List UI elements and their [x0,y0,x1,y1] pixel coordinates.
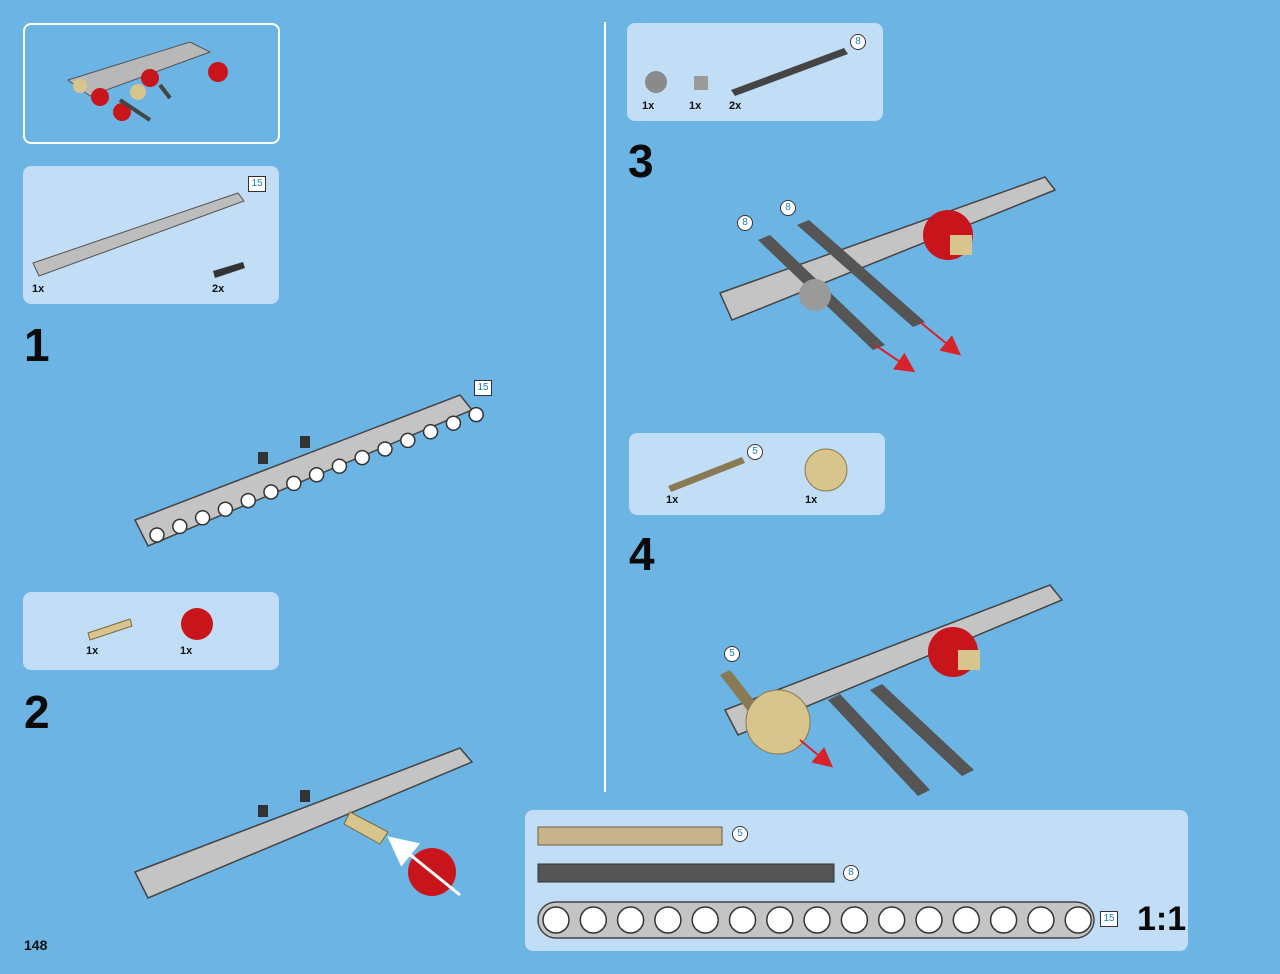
beam-hole [308,467,325,483]
scale-axle-short-label: 5 [732,826,748,842]
beam-hole [468,406,484,423]
beam-hole [1027,906,1055,934]
beam-hole [915,906,943,934]
step2-assembly-beam [133,747,474,899]
step3-part-axle-icon [731,48,848,96]
beam-hole [728,906,757,934]
scale-beam-label: 15 [1100,911,1118,927]
beam-hole [286,475,302,492]
step-number-2: 2 [24,686,50,738]
step4-part1-qty: 1x [666,494,679,506]
step1-part-beam-icon [32,192,245,277]
beam-hole [377,441,393,457]
scale-axle-long-label: 8 [843,865,859,881]
step2-part-axle-pin-icon [87,618,133,641]
step3-callout-a: 8 [737,215,753,231]
beam-hole [579,906,608,934]
step3-part3-qty: 2x [729,100,742,112]
beam-hole [952,906,981,934]
beam-hole [331,458,348,474]
step-number-4: 4 [629,528,655,580]
beam-hole [877,906,906,934]
step1-part2-qty: 2x [212,283,225,295]
beam-hole [263,484,279,500]
step3-part2-qty: 1x [689,100,702,112]
beam-hole [194,510,211,526]
step3-axle-length-label: 8 [850,34,866,50]
scale-ratio: 1:1 [1137,900,1187,938]
beam-hole [354,449,370,466]
step3-part-bush-icon [694,76,708,90]
step1-part1-qty: 1x [32,283,45,295]
beam-hole [172,518,188,535]
step1-beam-length-label: 15 [248,176,266,192]
step4-axle-length-label: 5 [747,444,763,460]
beam-hole [445,415,462,431]
beam-hole [766,906,794,934]
step2-parts-panel [23,592,279,670]
step4-part2-qty: 1x [805,494,818,506]
step3-parts-panel [627,23,883,121]
step3-callout-b: 8 [780,200,796,216]
beam-hole [989,906,1018,934]
beam-hole [691,906,719,934]
column-divider [604,22,606,792]
step3-assembly [718,176,1057,373]
step4-assembly [720,584,1064,796]
step-number-3: 3 [628,135,654,187]
step2-part2-qty: 1x [180,645,193,657]
beam-hole [616,906,645,934]
step1-assembly-beam-label: 15 [474,380,492,396]
step3-part-gear-icon [645,71,667,93]
beam-hole [422,424,439,440]
scale-axle-long [537,863,835,883]
beam-hole [149,527,165,543]
beam-hole [803,906,831,934]
beam-hole [542,906,570,934]
beam-hole [240,492,256,509]
page-number: 148 [24,937,48,953]
step3-part1-qty: 1x [642,100,655,112]
beam-hole [400,432,416,449]
step-number-1: 1 [24,319,50,371]
overview-model [66,41,228,122]
step4-callout: 5 [724,646,740,662]
step4-part-axle-icon [668,457,745,492]
step2-part1-qty: 1x [86,645,99,657]
step4-part-tan-gear-icon [804,448,848,492]
step1-part-pin-icon [213,262,245,278]
step2-part-red-gear-icon [181,608,213,640]
beam-hole [654,906,682,934]
beam-hole [1064,906,1092,934]
beam-hole [217,501,234,517]
beam-hole [840,906,869,934]
scale-axle-short [537,826,723,846]
